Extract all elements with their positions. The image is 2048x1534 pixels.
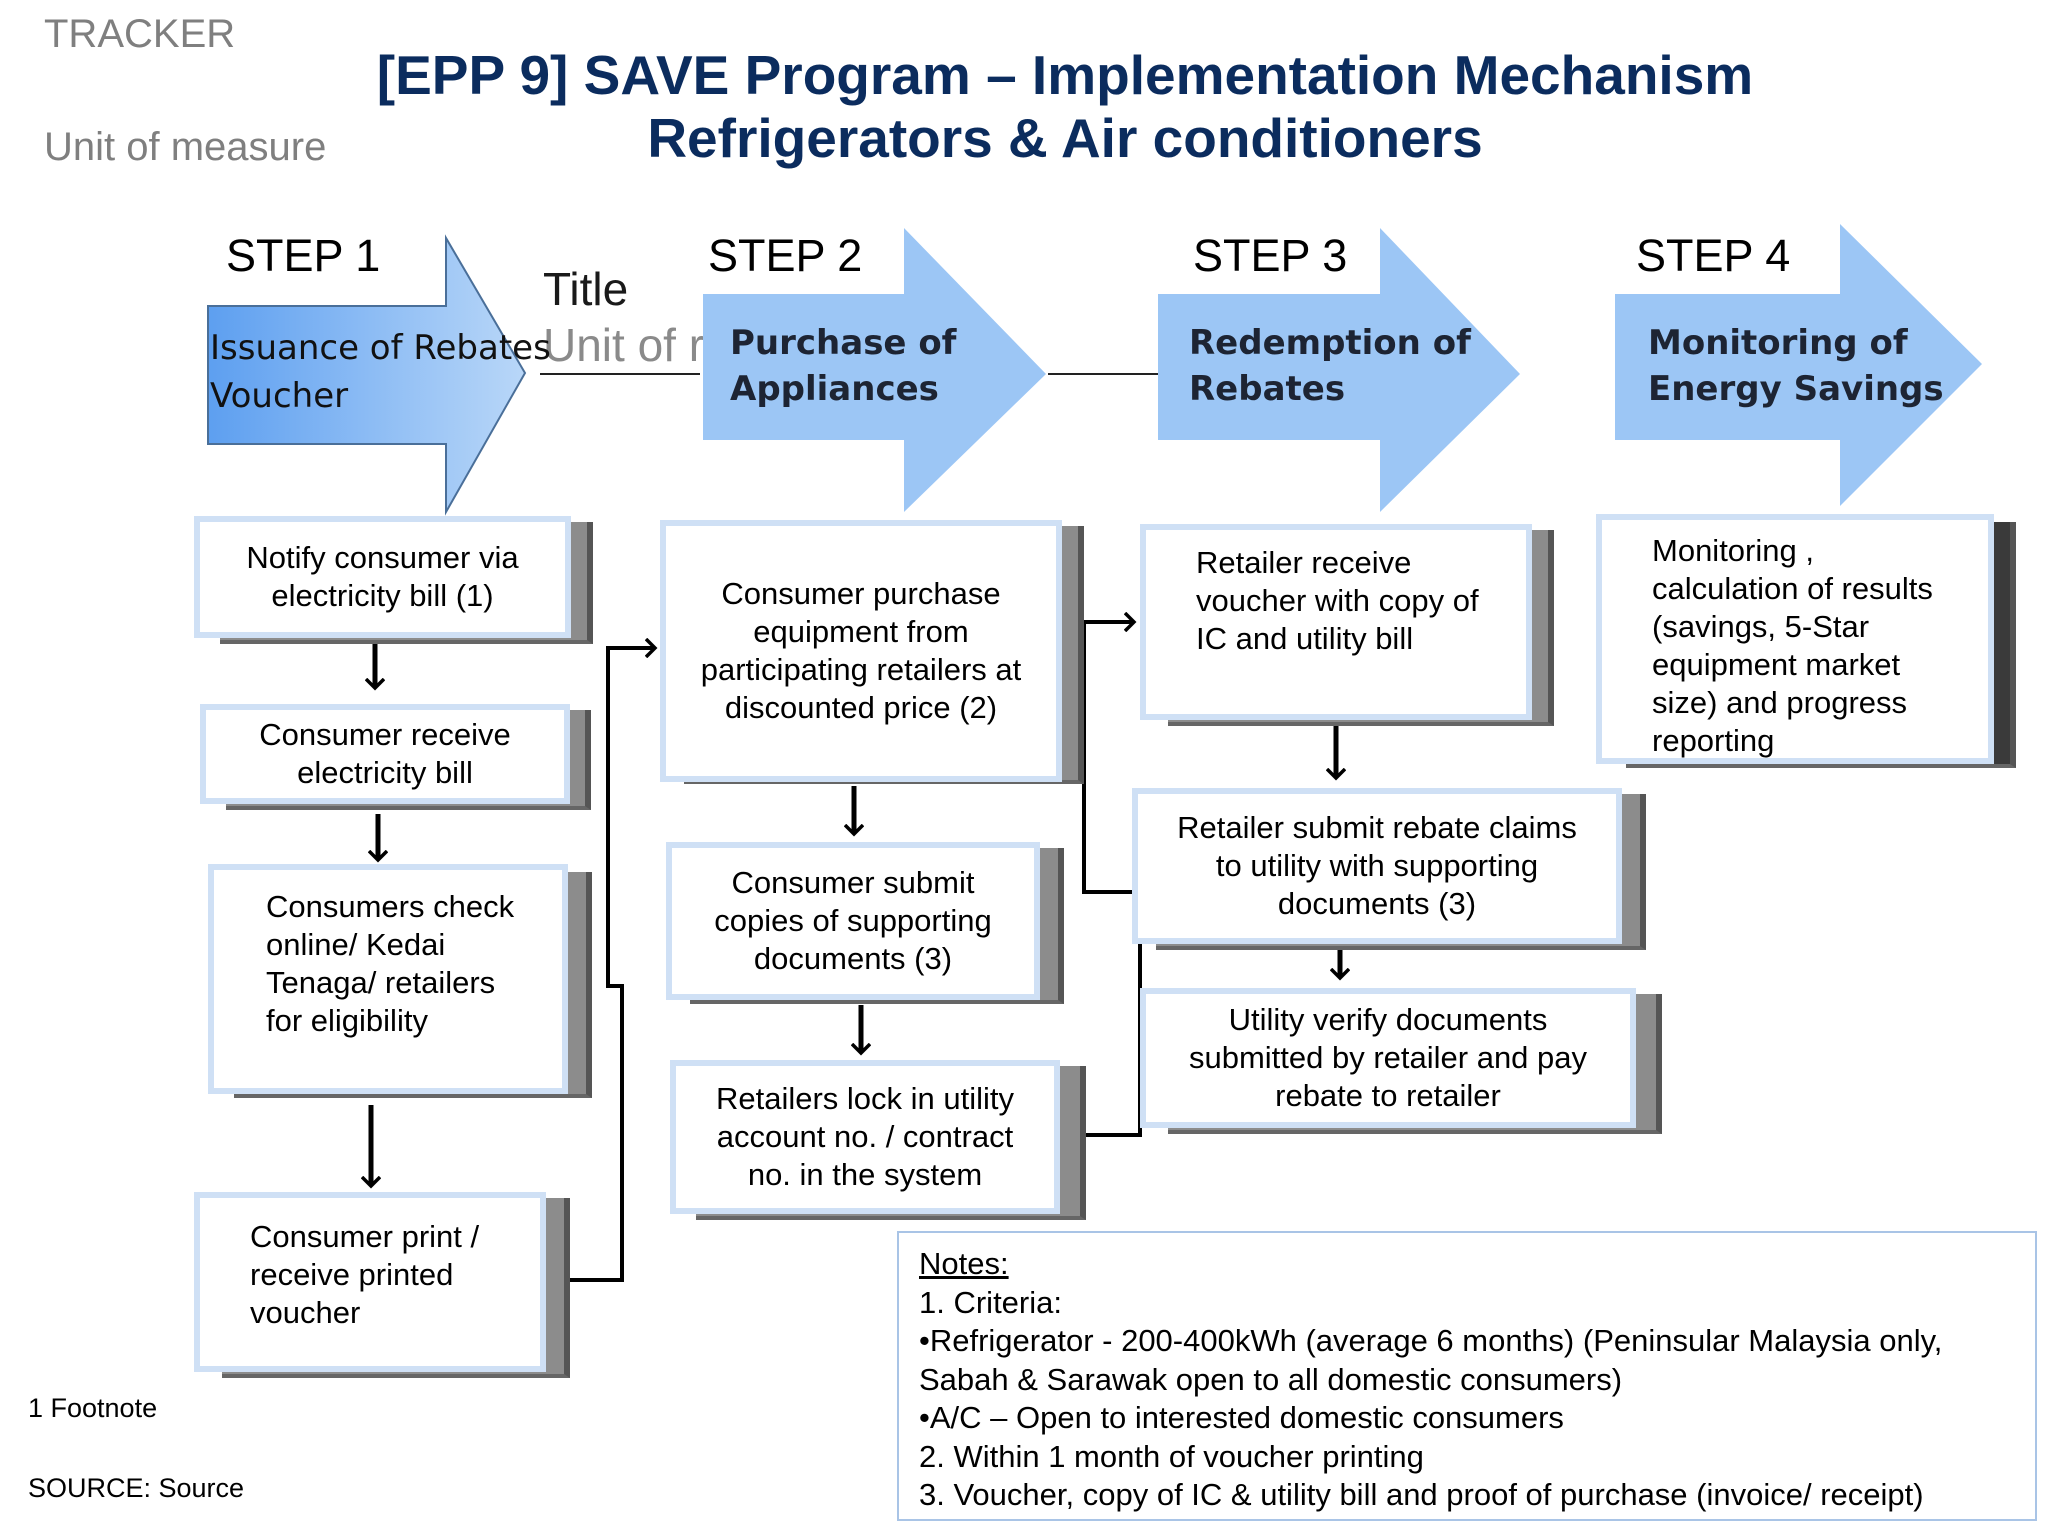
process-box-purchase: Consumer purchase equipment from partici… — [660, 520, 1062, 782]
process-box-utility-verify: Utility verify documents submitted by re… — [1140, 988, 1636, 1128]
step4-arrow-line2: Energy Savings — [1648, 369, 1944, 409]
tracker-label: TRACKER — [44, 12, 236, 56]
process-box-check-eligibility: Consumers check online/ Kedai Tenaga/ re… — [208, 864, 568, 1094]
process-box-text: Consumers check online/ Kedai Tenaga/ re… — [266, 889, 515, 1038]
notes-panel: Notes: 1. Criteria: •Refrigerator - 200-… — [897, 1231, 2037, 1521]
process-box-lock-account: Retailers lock in utility account no. / … — [670, 1060, 1060, 1214]
step2-arrow-text: Purchase of Appliances — [730, 320, 956, 412]
notes-line: 3. Voucher, copy of IC & utility bill an… — [919, 1477, 1924, 1512]
process-box-print-voucher: Consumer print / receive printed voucher — [194, 1192, 546, 1372]
process-box-text: Retailer receive voucher with copy of IC… — [1196, 545, 1479, 656]
step3-arrow-line2: Rebates — [1189, 369, 1346, 409]
step1-arrow-line2: Voucher — [210, 376, 349, 416]
placeholder-unit: Unit of r — [543, 319, 705, 371]
connector-s2-s3 — [1062, 622, 1142, 1137]
process-box-text: Notify consumer via electricity bill (1) — [246, 540, 519, 613]
process-box-text: Consumer submit copies of supporting doc… — [714, 865, 992, 976]
placeholder-title: Title — [543, 263, 629, 315]
process-box-text: Consumer print / receive printed voucher — [250, 1219, 480, 1330]
step4-arrow — [1615, 224, 1982, 506]
unit-of-measure-label: Unit of measure — [44, 125, 327, 169]
step2-arrow-line2: Appliances — [730, 369, 939, 409]
process-box-monitoring: Monitoring , calculation of results (sav… — [1596, 514, 1994, 764]
process-box-text: Consumer purchase equipment from partici… — [700, 576, 1022, 725]
step4-label: STEP 4 — [1636, 230, 1791, 281]
step3-label: STEP 3 — [1193, 230, 1348, 281]
page-subtitle: Refrigerators & Air conditioners — [647, 107, 1483, 169]
step4-arrow-line1: Monitoring of — [1648, 323, 1908, 363]
source-note: SOURCE: Source — [28, 1473, 245, 1503]
notes-line: 2. Within 1 month of voucher printing — [919, 1438, 1424, 1474]
step1-arrow-text: Issuance of Rebates Voucher — [210, 324, 551, 420]
step1-arrow — [207, 234, 527, 516]
notes-line: Sabah & Sarawak open to all domestic con… — [919, 1361, 1623, 1397]
step2-arrow-line1: Purchase of — [730, 323, 957, 363]
notes-line: •Refrigerator - 200-400kWh (average 6 mo… — [919, 1323, 1943, 1358]
page-title: [EPP 9] SAVE Program – Implementation Me… — [376, 44, 1754, 106]
step2-label: STEP 2 — [708, 230, 863, 281]
process-box-receive-bill: Consumer receive electricity bill — [200, 704, 570, 804]
step4-arrow-text: Monitoring of Energy Savings — [1648, 320, 1944, 412]
step1-arrow-line1: Issuance of Rebates — [210, 328, 551, 368]
process-box-text: Consumer receive electricity bill — [259, 717, 511, 790]
process-box-text: Utility verify documents submitted by re… — [1188, 1002, 1588, 1113]
notes-line: •A/C – Open to interested domestic consu… — [919, 1400, 1564, 1435]
notes-heading: Notes: — [919, 1246, 1009, 1281]
step3-arrow — [1158, 228, 1520, 512]
process-box-retailer-receive: Retailer receive voucher with copy of IC… — [1140, 524, 1532, 720]
process-box-text: Retailers lock in utility account no. / … — [715, 1081, 1015, 1192]
process-box-text: Retailer submit rebate claims to utility… — [1177, 810, 1577, 921]
step3-arrow-line1: Redemption of — [1189, 323, 1471, 363]
process-box-submit-claims: Retailer submit rebate claims to utility… — [1132, 788, 1622, 944]
footnote: 1 Footnote — [28, 1393, 158, 1423]
process-box-text: Monitoring , calculation of results (sav… — [1652, 533, 1933, 758]
connector-s1-s2 — [548, 648, 655, 1282]
process-box-notify: Notify consumer via electricity bill (1) — [194, 516, 571, 638]
process-box-submit-docs: Consumer submit copies of supporting doc… — [666, 842, 1040, 1000]
notes-line: 1. Criteria: — [919, 1284, 1062, 1320]
step3-arrow-text: Redemption of Rebates — [1189, 320, 1471, 412]
step1-label: STEP 1 — [226, 230, 381, 281]
step2-arrow — [703, 228, 1046, 512]
